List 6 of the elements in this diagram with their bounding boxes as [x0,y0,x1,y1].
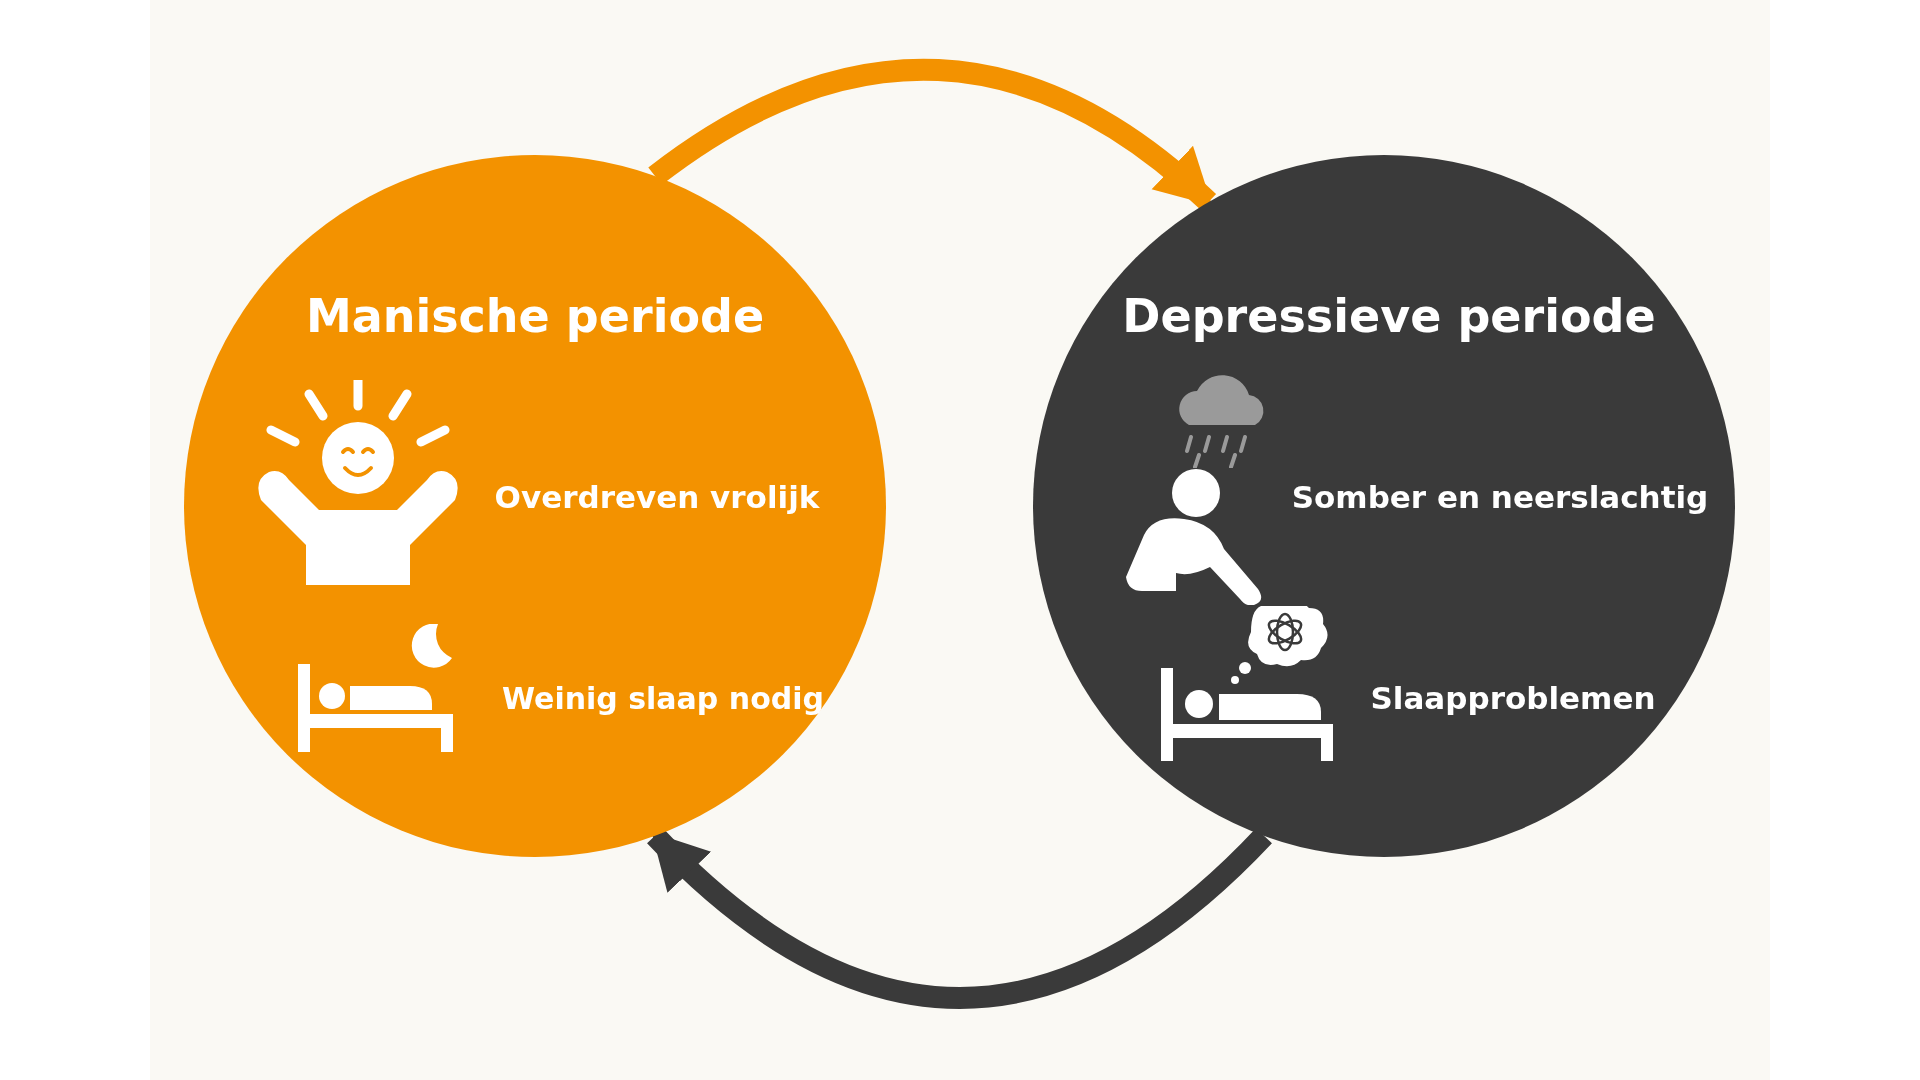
circle-title: Depressieve periode [1122,290,1656,342]
symptom-text: Somber en neerslachtig [1291,479,1709,515]
symptom-text: Slaapproblemen [1370,680,1656,716]
circle-title: Manische periode [305,290,765,342]
symptom-text: Weinig slaap nodig [502,681,824,715]
symptom-text: Overdreven vrolijk [494,479,820,515]
